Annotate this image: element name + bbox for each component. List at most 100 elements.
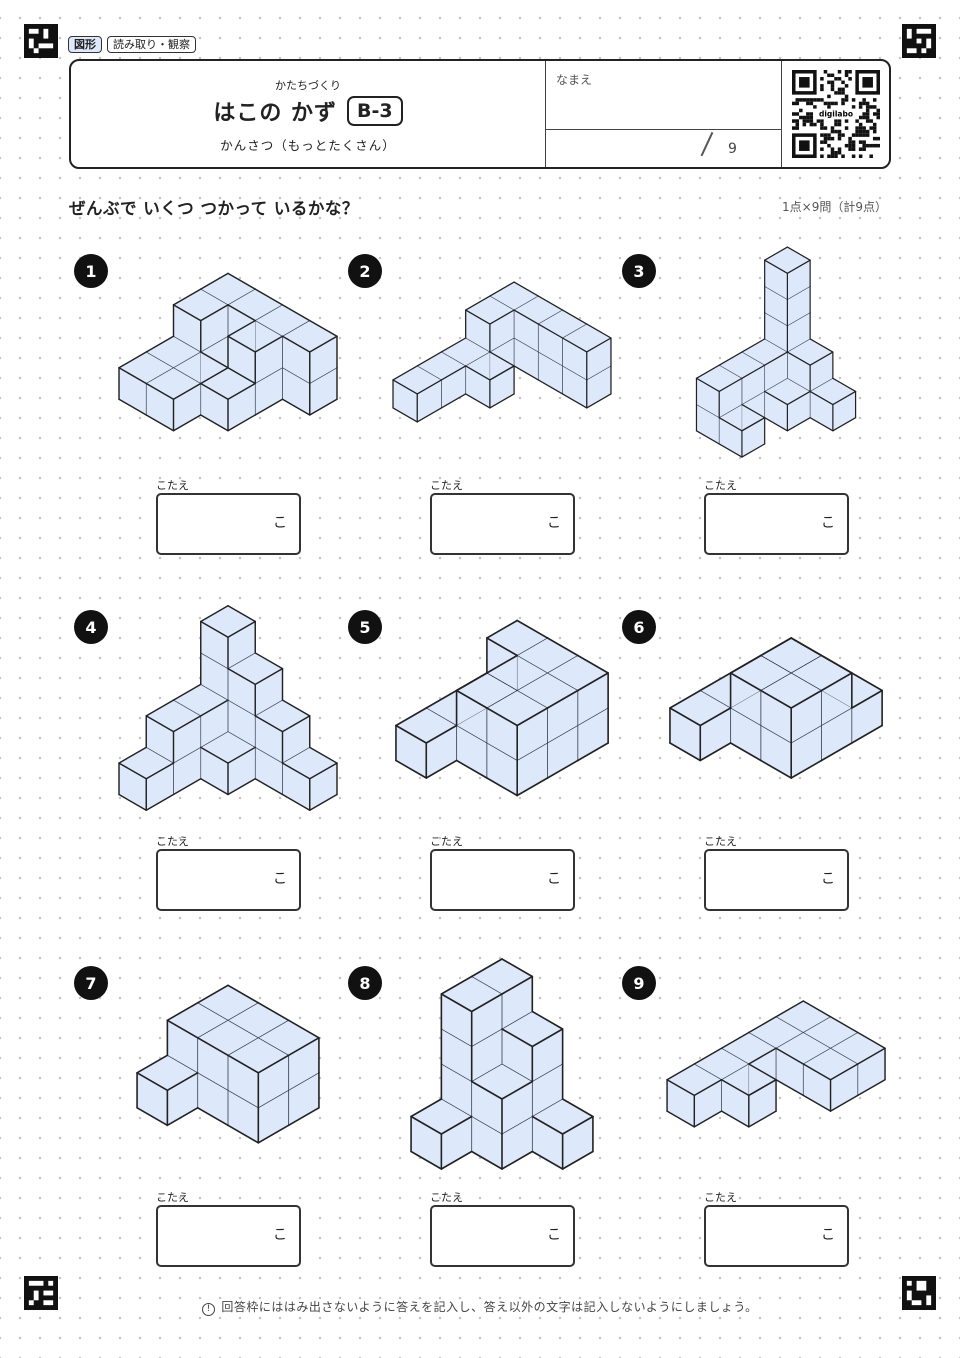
qr-module	[820, 119, 824, 123]
category-tags: 図形 読み取り・観察	[68, 36, 196, 53]
qr-module	[792, 112, 796, 116]
cube-outline	[410, 958, 594, 1170]
cube-edge	[118, 351, 147, 369]
qr-module	[820, 87, 824, 92]
answer-box[interactable]: こ	[156, 493, 301, 555]
cube-edge	[118, 762, 147, 780]
qr-module	[872, 122, 877, 127]
cube-edge	[172, 778, 202, 796]
answer-box[interactable]: こ	[430, 1205, 575, 1267]
qr-module	[848, 147, 852, 151]
cube-edge	[486, 637, 518, 657]
cube-edge	[693, 1110, 723, 1128]
footer-text: 回答枠にははみ出さないように答えを記入し、答え以外の文字は記入しないようにしまし…	[221, 1300, 758, 1314]
cube-edge	[145, 699, 175, 717]
cube-edge	[786, 390, 811, 406]
cube-edge	[136, 1072, 169, 1092]
cube-edge	[857, 1031, 886, 1049]
qr-module	[851, 140, 856, 144]
answer-box[interactable]: こ	[430, 849, 575, 911]
cube-edge	[145, 715, 175, 733]
cube-figure	[395, 619, 609, 797]
cube-group	[669, 637, 883, 779]
cube-edge	[227, 304, 256, 322]
cube-edge	[741, 364, 766, 379]
qr-module	[830, 150, 835, 155]
cube-edge	[136, 1107, 169, 1127]
qr-module	[841, 91, 845, 95]
qr-module	[795, 98, 800, 102]
qr-module	[837, 150, 842, 155]
qr-module	[865, 129, 870, 134]
answer-unit: こ	[821, 1227, 835, 1243]
answer-box[interactable]: こ	[704, 849, 849, 911]
name-field[interactable]: なまえ 9	[546, 61, 782, 167]
cube-edge	[693, 1047, 723, 1065]
qr-module	[809, 122, 814, 127]
qr-module	[823, 101, 828, 106]
qr-module	[848, 136, 852, 141]
qr-module	[802, 119, 807, 123]
cube-edge	[489, 351, 515, 367]
qr-module	[820, 122, 824, 127]
score-field[interactable]	[546, 129, 781, 168]
cube-edge	[254, 288, 284, 306]
answer-unit: こ	[547, 515, 561, 531]
answer-box[interactable]: こ	[430, 493, 575, 555]
answer-unit: こ	[547, 1227, 561, 1243]
qr-module	[834, 150, 838, 155]
cube-edge	[172, 288, 202, 306]
qr-module	[830, 80, 835, 85]
qr-module	[844, 98, 849, 102]
cube-edge	[227, 367, 256, 385]
qr-module	[858, 105, 863, 109]
cube-edge	[425, 689, 458, 709]
cube-group	[118, 272, 338, 432]
cube-edge	[410, 1150, 443, 1170]
cube-edge	[416, 379, 443, 395]
cube-edge	[513, 281, 539, 297]
qr-module	[876, 115, 880, 120]
cube-edge	[392, 379, 418, 395]
qr-module	[858, 115, 863, 120]
answer-unit: こ	[273, 1227, 287, 1243]
qr-module	[869, 126, 873, 130]
cube-edge	[309, 793, 338, 811]
cube-edge	[227, 778, 256, 796]
cube-edge	[227, 272, 256, 290]
cube-edge	[440, 1150, 473, 1170]
answer-label: こたえ	[156, 835, 189, 848]
cube-edge	[516, 777, 549, 797]
qr-module	[837, 119, 842, 123]
qr-module	[869, 154, 873, 158]
cube-edge	[748, 1063, 777, 1081]
cube-figure	[136, 984, 320, 1144]
answer-box[interactable]: こ	[156, 1205, 301, 1267]
qr-code: digilabo	[782, 61, 889, 167]
problem-3: 3 こたえ こ	[617, 237, 892, 593]
answer-box[interactable]: こ	[704, 1205, 849, 1267]
cube-edge	[851, 672, 883, 692]
answer-label: こたえ	[704, 835, 737, 848]
qr-module	[865, 143, 870, 148]
cube-edge	[666, 1063, 696, 1081]
cube-edge	[820, 742, 853, 762]
cube-edge	[729, 672, 762, 692]
answer-box[interactable]: こ	[156, 849, 301, 911]
qr-module	[872, 143, 877, 148]
warning-icon: !	[202, 1303, 216, 1316]
cube-figure	[392, 281, 612, 423]
cube-edge	[470, 993, 503, 1013]
cube-edge	[537, 295, 564, 311]
cube-edge	[537, 323, 564, 339]
problem-7: 7 こたえ こ	[69, 949, 344, 1305]
cube-figure	[695, 246, 857, 458]
cube-edge	[666, 1078, 696, 1097]
cube-edge	[227, 335, 256, 353]
answer-label: こたえ	[430, 1191, 463, 1204]
qr-module	[869, 143, 873, 148]
cube-edge	[196, 984, 229, 1004]
cube-edge	[281, 398, 311, 416]
answer-box[interactable]: こ	[704, 493, 849, 555]
name-label: なまえ	[556, 73, 593, 87]
